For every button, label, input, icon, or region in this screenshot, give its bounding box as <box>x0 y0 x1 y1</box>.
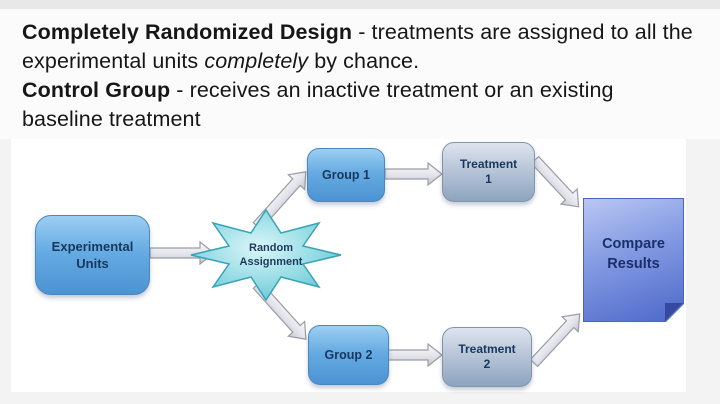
compare-label-line1: Compare <box>602 236 665 252</box>
top-border-strip <box>0 0 720 9</box>
starburst-shape <box>190 208 342 302</box>
random-label-line2: Assignment <box>239 256 303 268</box>
treatment1-node: Treatment 1 <box>442 142 535 202</box>
definition-control-group: Control Group - receives an inactive tre… <box>22 76 700 134</box>
treatment2-label-line2: 2 <box>483 357 491 371</box>
arrow-treatment1-to-compare <box>530 155 580 208</box>
term-control-group: Control Group <box>22 78 171 102</box>
arrow-group2-to-treatment2 <box>386 342 443 368</box>
group1-label: Group 1 <box>322 168 370 182</box>
compare-results-node: Compare Results <box>583 198 684 322</box>
group1-node: Group 1 <box>307 148 385 202</box>
group2-node: Group 2 <box>308 325 389 385</box>
starburst-polygon <box>190 208 342 302</box>
term-completely-randomized-design: Completely Randomized Design <box>22 20 353 44</box>
random-label-line1: Random <box>249 242 293 254</box>
treatment1-label-line1: Treatment <box>459 157 518 171</box>
group2-label: Group 2 <box>324 348 373 362</box>
definition-crd-italic-word: completely <box>204 49 309 73</box>
experimental-units-label-line2: Units <box>76 256 109 271</box>
arrow-group1-to-treatment1 <box>384 161 443 187</box>
treatment2-label-line1: Treatment <box>458 342 516 356</box>
flowchart-panel: Random Assignment Experimental Units Gro… <box>11 139 686 392</box>
definitions-text-block: Completely Randomized Design - treatment… <box>22 18 700 134</box>
random-assignment-node: Random Assignment <box>171 199 371 311</box>
compare-results-label: Compare Results <box>602 234 665 274</box>
definition-control-group-text: - receives an inactive treatment or an e… <box>22 78 614 131</box>
compare-label-line2: Results <box>607 256 660 272</box>
definition-crd: Completely Randomized Design - treatment… <box>22 18 700 76</box>
random-assignment-label: Random Assignment <box>171 199 371 311</box>
definition-crd-text: - treatments are assigned to all the exp… <box>22 20 693 73</box>
arrow-treatment2-to-compare <box>529 313 581 368</box>
experimental-units-node: Experimental Units <box>35 215 150 295</box>
treatment2-node: Treatment 2 <box>442 327 532 387</box>
experimental-units-label-line1: Experimental <box>51 239 134 254</box>
treatment1-label-line2: 1 <box>485 172 492 186</box>
definition-crd-end: by chance. <box>308 49 420 73</box>
